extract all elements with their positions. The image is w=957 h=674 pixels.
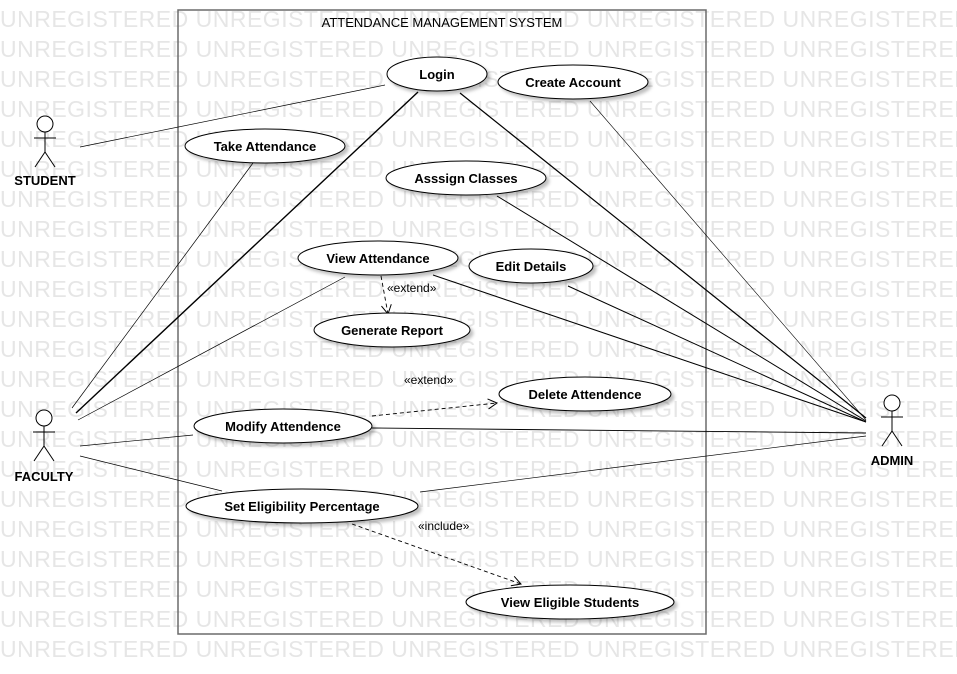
actor-admin-label: ADMIN xyxy=(871,453,914,468)
system-title: ATTENDANCE MANAGEMENT SYSTEM xyxy=(322,15,563,30)
use-case-login[interactable]: Login xyxy=(386,56,488,92)
use-case-assign-classes-label: Asssign Classes xyxy=(414,171,517,186)
use-case-take-attendance[interactable]: Take Attendance xyxy=(184,128,346,164)
assoc-faculty-login xyxy=(75,91,419,414)
use-case-edit-details-label: Edit Details xyxy=(496,259,567,274)
use-case-view-attendance[interactable]: View Attendance xyxy=(297,240,459,276)
extend-label-delete: «extend» xyxy=(404,373,454,387)
use-case-modify-attendence[interactable]: Modify Attendence xyxy=(193,408,373,444)
actor-faculty-label: FACULTY xyxy=(15,469,74,484)
assoc-faculty-view-attendance xyxy=(77,276,346,421)
assoc-student-login xyxy=(79,84,386,148)
use-case-set-eligibility[interactable]: Set Eligibility Percentage xyxy=(185,488,419,524)
use-case-set-eligibility-label: Set Eligibility Percentage xyxy=(224,499,379,514)
use-case-take-attendance-label: Take Attendance xyxy=(214,139,317,154)
actor-student-head xyxy=(36,115,54,133)
assoc-admin-create-account xyxy=(589,100,867,421)
assoc-admin-login xyxy=(459,92,867,419)
use-case-view-eligible[interactable]: View Eligible Students xyxy=(465,584,675,620)
use-case-view-attendance-label: View Attendance xyxy=(326,251,429,266)
assoc-faculty-take-attendance xyxy=(71,162,254,409)
assoc-admin-view-attendance xyxy=(432,274,867,423)
assoc-admin-edit-details xyxy=(567,285,867,423)
use-case-create-account-label: Create Account xyxy=(525,75,621,90)
use-case-delete-attendence-label: Delete Attendence xyxy=(529,387,642,402)
actor-faculty[interactable] xyxy=(33,409,55,462)
system-boundary[interactable] xyxy=(177,9,707,635)
use-case-login-label: Login xyxy=(419,67,454,82)
use-case-assign-classes[interactable]: Asssign Classes xyxy=(385,160,547,196)
assoc-admin-set-eligibility xyxy=(419,435,867,493)
actor-student-label: STUDENT xyxy=(14,173,75,188)
assoc-faculty-set-eligibility xyxy=(79,455,223,492)
extend-label-report: «extend» xyxy=(387,281,437,295)
extend-arrow-delete-attendence xyxy=(371,398,499,417)
actor-admin[interactable] xyxy=(881,394,903,447)
dependencies xyxy=(351,275,522,587)
actor-admin-head xyxy=(883,394,901,412)
actor-student[interactable] xyxy=(34,115,56,168)
assoc-admin-assign-classes xyxy=(496,195,867,422)
actor-faculty-head xyxy=(35,409,53,427)
use-case-view-eligible-label: View Eligible Students xyxy=(501,595,639,610)
use-case-create-account[interactable]: Create Account xyxy=(497,64,649,100)
use-case-generate-report[interactable]: Generate Report xyxy=(313,312,471,348)
associations xyxy=(71,84,867,493)
use-case-delete-attendence[interactable]: Delete Attendence xyxy=(498,376,672,412)
include-label-eligible: «include» xyxy=(418,519,470,533)
use-case-edit-details[interactable]: Edit Details xyxy=(468,248,594,284)
include-arrow-view-eligible xyxy=(351,523,522,587)
use-case-modify-attendence-label: Modify Attendence xyxy=(225,419,341,434)
use-case-generate-report-label: Generate Report xyxy=(341,323,444,338)
assoc-admin-modify xyxy=(371,427,867,434)
assoc-faculty-modify xyxy=(79,434,194,447)
